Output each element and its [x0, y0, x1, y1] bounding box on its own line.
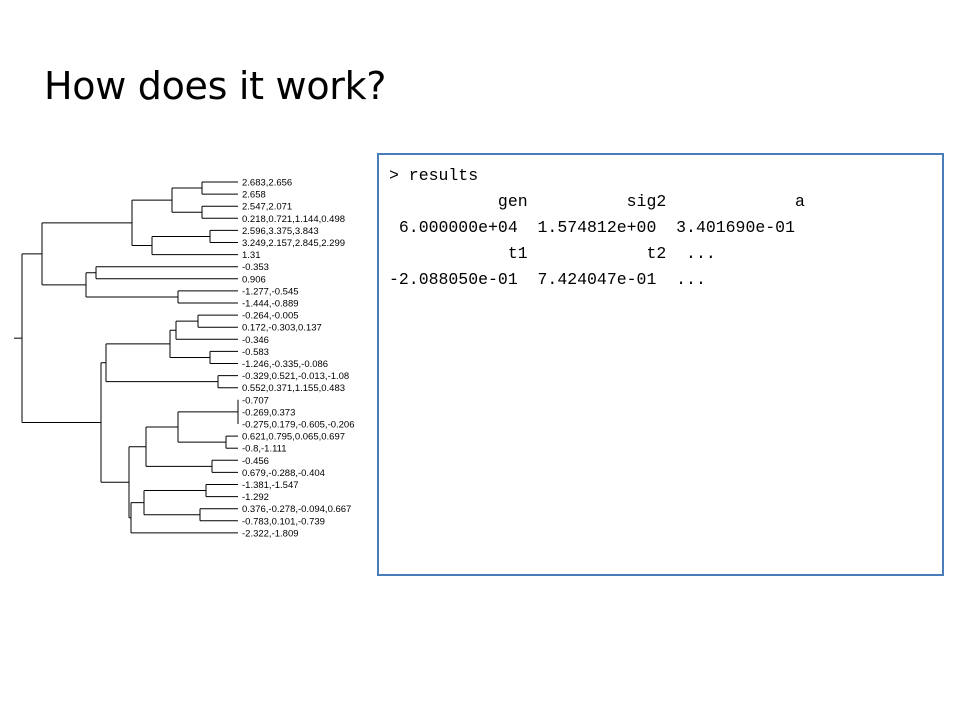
tree-tip-label: 0.552,0.371,1.155,0.483: [242, 383, 345, 394]
tree-tip-label: 0.172,-0.303,0.137: [242, 323, 322, 334]
tree-tip-label: -0.264,-0.005: [242, 311, 299, 322]
tree-tip-label: -1.277,-0.545: [242, 286, 299, 297]
tree-tip-label: 1.31: [242, 250, 261, 261]
tree-tip-label: -1.246,-0.335,-0.086: [242, 359, 328, 370]
console-text: > results gen sig2 a 6.000000e+04 1.5748…: [389, 163, 805, 293]
tree-tip-label: 2.547,2.071: [242, 202, 292, 213]
r-console-output: > results gen sig2 a 6.000000e+04 1.5748…: [377, 153, 944, 576]
console-value-row: -2.088050e-01 7.424047e-01 ...: [389, 270, 706, 289]
tree-tip-label: -0.456: [242, 456, 269, 467]
console-header-row: t1 t2 ...: [389, 244, 716, 263]
tree-tip-label: -1.444,-0.889: [242, 299, 299, 310]
slide-title: How does it work?: [44, 64, 387, 108]
tree-tip-label: -0.783,0.101,-0.739: [242, 516, 325, 527]
tree-tip-label: 2.658: [242, 190, 266, 201]
tree-branches: [14, 181, 239, 534]
tree-tip-label: -0.707: [242, 395, 269, 406]
tree-tip-label: 0.906: [242, 274, 266, 285]
tree-tip-label: -0.353: [242, 262, 269, 273]
tree-tip-label: 2.596,3.375,3.843: [242, 226, 319, 237]
tree-tip-label: -1.381,-1.547: [242, 480, 299, 491]
tree-tip-label: -0.269,0.373: [242, 407, 295, 418]
tree-tip-label: -2.322,-1.809: [242, 528, 299, 539]
tree-tip-labels: 2.683,2.6562.6582.547,2.0710.218,0.721,1…: [242, 178, 355, 540]
tree-tip-label: -0.346: [242, 335, 269, 346]
tree-tip-label: 0.621,0.795,0.065,0.697: [242, 432, 345, 443]
tree-tip-label: -0.275,0.179,-0.605,-0.206: [242, 420, 355, 431]
tree-tip-label: -1.292: [242, 492, 269, 503]
tree-tip-label: -0.329,0.521,-0.013,-1.08: [242, 371, 349, 382]
phylogenetic-tree: 2.683,2.6562.6582.547,2.0710.218,0.721,1…: [14, 178, 355, 540]
tree-tip-label: 0.218,0.721,1.144,0.498: [242, 214, 345, 225]
console-value-row: 6.000000e+04 1.574812e+00 3.401690e-01: [389, 218, 795, 237]
tree-tip-label: 2.683,2.656: [242, 178, 292, 189]
console-command: > results: [389, 166, 479, 185]
tree-tip-label: 0.679,-0.288,-0.404: [242, 468, 325, 479]
tree-tip-label: -0.583: [242, 347, 269, 358]
tree-tip-label: -0.8,-1.111: [242, 444, 287, 455]
tree-tip-label: 0.376,-0.278,-0.094,0.667: [242, 504, 351, 515]
tree-tip-label: 3.249,2.157,2.845,2.299: [242, 238, 345, 249]
console-header-row: gen sig2 a: [389, 192, 805, 211]
